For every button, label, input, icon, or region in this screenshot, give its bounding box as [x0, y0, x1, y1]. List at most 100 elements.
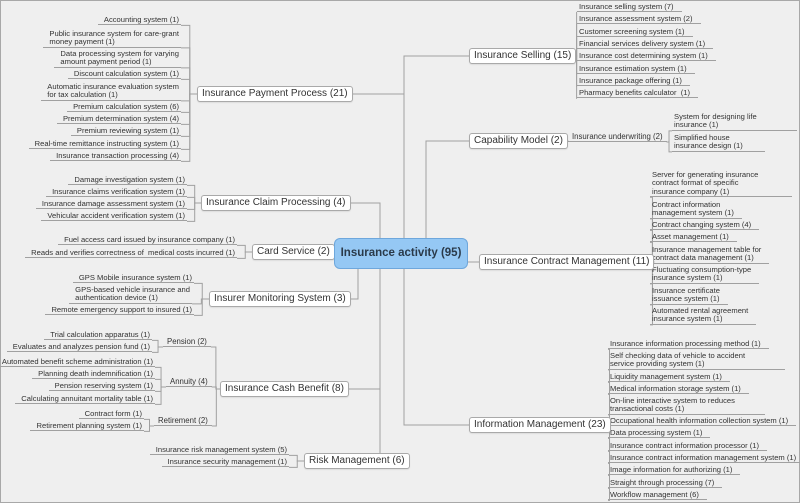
leaf-node[interactable]: Insurance contract information managemen… [608, 453, 800, 464]
leaf-node[interactable]: Automated benefit scheme administration … [0, 357, 155, 368]
leaf-node[interactable]: Trial calculation apparatus (1) [44, 330, 152, 341]
leaf-node[interactable]: Calculating annuitant mortality table (1… [15, 394, 155, 405]
leaf-node[interactable]: Data processing system (1) [608, 428, 711, 439]
leaf-node[interactable]: Server for generating insurance contract… [650, 170, 793, 198]
connector-line [211, 388, 220, 427]
connector-line [155, 366, 166, 388]
leaf-node[interactable]: Fuel access card issued by insurance com… [58, 235, 237, 246]
connector-line [403, 269, 469, 426]
topic-insurance-cash-benefit[interactable]: Insurance Cash Benefit (8) [220, 381, 349, 397]
leaf-node[interactable]: Insurance information processing method … [608, 339, 769, 350]
connector-line [425, 140, 469, 238]
leaf-node[interactable]: Premium calculation system (6) [67, 102, 181, 113]
leaf-node[interactable]: Damage investigation system (1) [68, 175, 187, 186]
leaf-node[interactable]: On-line interactive system to reduces tr… [608, 396, 765, 415]
leaf-node[interactable]: Pension reserving system (1) [48, 381, 155, 392]
connector-line [194, 298, 209, 316]
leaf-node[interactable]: Evaluates and analyzes pension fund (1) [6, 342, 152, 353]
connector-line [181, 67, 197, 95]
leaf-node[interactable]: Insurance damage assessment system (1) [35, 199, 187, 210]
connector-line [237, 244, 252, 253]
connector-line [187, 202, 201, 210]
leaf-node[interactable]: Occupational health information collecti… [608, 416, 797, 427]
leaf-node[interactable]: Insurance security management (1) [161, 457, 289, 468]
connector-line [152, 346, 163, 353]
leaf-node[interactable]: Automated rental agreement insurance sys… [650, 306, 757, 325]
leaf-node[interactable]: Insurance management table for contract … [650, 245, 770, 264]
leaf-node[interactable]: Contract information management system (… [650, 200, 742, 219]
topic-capability-model[interactable]: Capability Model (2) [469, 133, 568, 149]
topic-card-service[interactable]: Card Service (2) [252, 244, 335, 260]
connector-line [576, 55, 578, 99]
connector-line [181, 93, 197, 102]
connector-line [181, 78, 197, 95]
leaf-node[interactable]: Insurance claims verification system (1) [46, 187, 187, 198]
connector-line [181, 93, 197, 162]
leaf-node[interactable]: Customer screening system (1) [577, 27, 693, 38]
leaf-node[interactable]: GPS Mobile insurance system (1) [72, 273, 194, 284]
connector-line [192, 298, 209, 305]
leaf-node[interactable]: Pharmacy benefits calculator (1) [577, 88, 698, 99]
connector-line [187, 196, 201, 204]
leaf-node[interactable]: Liquidity management system (1) [608, 372, 730, 383]
subtopic-annuity[interactable]: Annuity (4) [166, 377, 212, 387]
connector-line [289, 460, 304, 468]
leaf-node[interactable]: Vehicular accident verification system (… [41, 211, 187, 222]
connector-line [403, 55, 469, 238]
connector-line [152, 339, 163, 348]
leaf-node[interactable]: Discount calculation system (1) [67, 69, 181, 80]
leaf-node[interactable]: Insurance package offering (1) [577, 76, 690, 87]
leaf-node[interactable]: Insurance certificate issuance system (1… [650, 286, 728, 305]
leaf-node[interactable]: Public insurance system for care-grant m… [43, 29, 181, 48]
leaf-node[interactable]: Self checking data of vehicle to acciden… [608, 351, 786, 370]
leaf-node[interactable]: Medical information storage system (1) [608, 384, 749, 395]
connector-line [187, 184, 201, 204]
topic-insurer-monitoring-system[interactable]: Insurer Monitoring System (3) [209, 291, 351, 307]
connector-line [237, 251, 252, 259]
leaf-node[interactable]: Fluctuating consumption-type insurance s… [650, 265, 760, 284]
connector-line [197, 93, 405, 238]
leaf-node[interactable]: Accounting system (1) [97, 15, 181, 26]
leaf-node[interactable]: Insurance assessment system (2) [577, 14, 701, 25]
leaf-node[interactable]: Insurance estimation system (1) [577, 64, 695, 75]
leaf-node[interactable]: Premium determination system (4) [56, 114, 181, 125]
leaf-node[interactable]: Premium reviewing system (1) [70, 126, 181, 137]
leaf-node[interactable]: Insurance risk management system (5) [149, 445, 289, 456]
leaf-node[interactable]: GPS-based vehicle insurance and authenti… [69, 285, 192, 304]
connector-line [144, 418, 154, 427]
leaf-node[interactable]: Insurance transaction processing (4) [50, 151, 181, 162]
topic-insurance-selling[interactable]: Insurance Selling (15) [469, 48, 577, 64]
topic-risk-management[interactable]: Risk Management (6) [304, 453, 410, 469]
topic-information-management[interactable]: Information Management (23) [469, 417, 611, 433]
leaf-node[interactable]: Contract form (1) [78, 409, 144, 420]
leaf-node[interactable]: Retirement planning system (1) [30, 421, 144, 432]
connector-line [220, 269, 381, 390]
leaf-node[interactable]: Insurance cost determining system (1) [577, 51, 716, 62]
leaf-node[interactable]: Contract changing system (4) [650, 220, 760, 231]
leaf-node[interactable]: Data processing system for varying amoun… [54, 49, 181, 68]
topic-insurance-payment-process[interactable]: Insurance Payment Process (21) [197, 86, 353, 102]
leaf-node[interactable]: Remote emergency support to insured (1) [45, 305, 194, 316]
leaf-node[interactable]: Insurance contract information processor… [608, 441, 767, 452]
topic-insurance-claim-processing[interactable]: Insurance Claim Processing (4) [201, 195, 351, 211]
central-topic[interactable]: Insurance activity (95) [334, 238, 468, 269]
topic-insurance-contract-management[interactable]: Insurance Contract Management (11) [479, 254, 655, 270]
connector-line [210, 346, 220, 390]
leaf-node[interactable]: Insurance selling system (7) [577, 2, 682, 13]
leaf-node[interactable]: Image information for authorizing (1) [608, 465, 741, 476]
leaf-node[interactable]: Simplified house insurance design (1) [672, 133, 765, 152]
connector-line [155, 386, 166, 392]
leaf-node[interactable]: Automatic insurance evaluation system fo… [41, 82, 181, 101]
leaf-node[interactable]: Financial services delivery system (1) [577, 39, 714, 50]
leaf-node[interactable]: Straight through processing (7) [608, 478, 723, 489]
subtopic-pension[interactable]: Pension (2) [163, 337, 211, 347]
leaf-node[interactable]: Planning death indemnification (1) [32, 369, 155, 380]
leaf-node[interactable]: Real-time remittance instructing system … [28, 139, 181, 150]
connector-line [181, 93, 197, 125]
subtopic-retirement[interactable]: Retirement (2) [154, 416, 212, 426]
subtopic-insurance-underwriting[interactable]: Insurance underwriting (2) [568, 132, 667, 142]
leaf-node[interactable]: Asset management (1) [650, 232, 737, 243]
leaf-node[interactable]: Reads and verifies correctness of medica… [25, 248, 237, 259]
leaf-node[interactable]: System for designing life insurance (1) [672, 112, 797, 131]
leaf-node[interactable]: Workflow management (6) [608, 490, 707, 501]
